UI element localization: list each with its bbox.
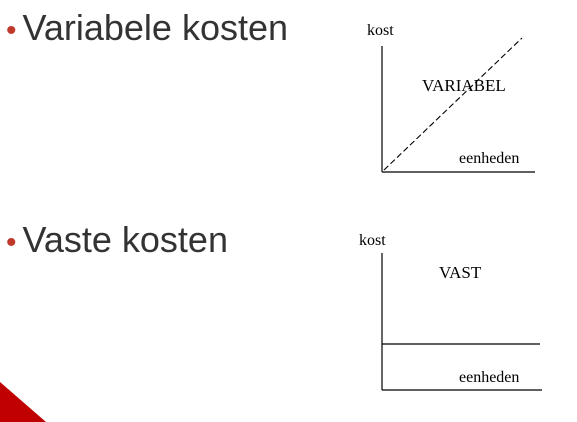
bullet-variabele-kosten: • Variabele kosten — [6, 10, 288, 46]
graph-y-axis-label: kost — [359, 232, 386, 249]
fixed-cost-graph: kost VAST eenheden — [359, 232, 542, 391]
variable-cost-line — [383, 37, 523, 171]
graph-y-axis-label: kost — [367, 22, 394, 39]
graph-x-axis-label: eenheden — [459, 150, 519, 167]
graph-line-label: VARIABEL — [422, 76, 506, 95]
graph-x-axis-label: eenheden — [459, 369, 519, 386]
bullet-icon: • — [6, 14, 17, 47]
graph-line-label: VAST — [439, 263, 482, 282]
bullet-vaste-kosten: • Vaste kosten — [6, 222, 228, 258]
accent-corner-shape — [0, 382, 46, 422]
bullet-label: Variabele kosten — [22, 7, 289, 48]
bullet-label: Vaste kosten — [22, 219, 228, 260]
variable-cost-graph: kost VARIABEL eenheden — [367, 22, 535, 173]
bullet-icon: • — [6, 226, 17, 259]
